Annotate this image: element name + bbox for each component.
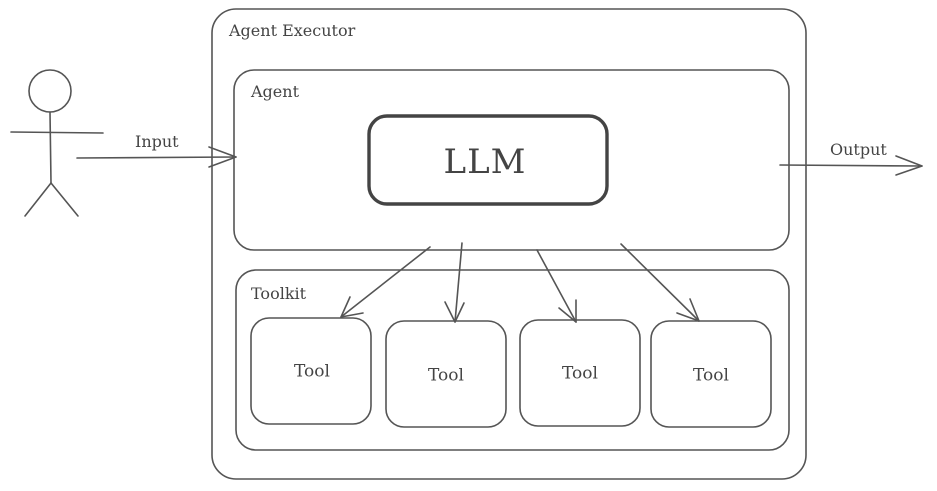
output-arrow	[779, 155, 923, 176]
tool-box-3	[519, 319, 641, 427]
agent-to-tool-arrow-1	[340, 246, 431, 318]
llm-label: LLM	[443, 142, 527, 182]
tool-label-4: Tool	[693, 365, 729, 386]
agent-executor-label: Agent Executor	[229, 21, 356, 40]
agent-to-tool-arrow-2	[444, 242, 465, 323]
toolkit-label: Toolkit	[251, 284, 307, 303]
tool-box-2	[385, 320, 507, 428]
agent-to-tool-arrow-4	[620, 243, 700, 322]
agent-label: Agent	[251, 82, 299, 101]
user-right-leg	[50, 182, 79, 217]
toolkit-box	[235, 269, 790, 451]
output-label: Output	[830, 140, 887, 159]
llm-box	[367, 114, 609, 206]
agent-box	[233, 69, 790, 251]
input-label: Input	[135, 132, 179, 151]
tool-box-4	[650, 320, 772, 428]
input-arrow	[76, 146, 237, 168]
tool-label-3: Tool	[562, 363, 598, 384]
user-head	[28, 69, 72, 113]
tool-box-1	[250, 317, 372, 425]
tool-label-2: Tool	[428, 365, 464, 386]
agent-to-tool-arrow-3	[536, 249, 577, 323]
user-left-leg	[24, 182, 52, 217]
agent-executor-box	[211, 8, 807, 480]
tool-label-1: Tool	[294, 361, 330, 382]
user-arms	[10, 131, 104, 134]
user-stick-figure	[10, 69, 104, 217]
user-body	[49, 111, 52, 184]
